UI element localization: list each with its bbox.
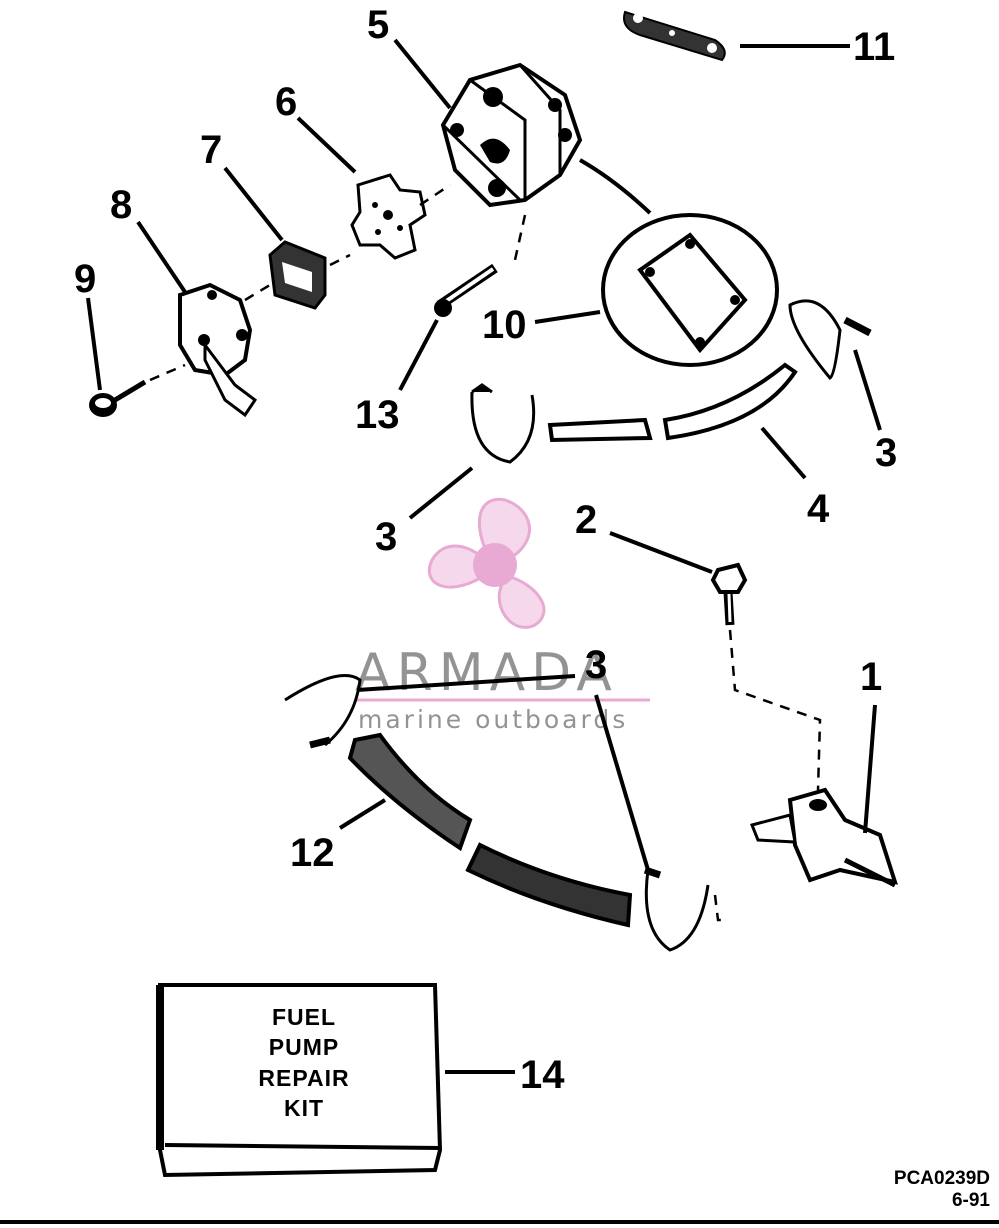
part-13-bolt: [434, 263, 498, 317]
drawing-code: PCA0239D: [894, 1168, 990, 1189]
part-7-diaphragm: [268, 240, 327, 310]
part-11-gasket: [623, 10, 726, 62]
part-12-fuel-hose: [347, 732, 633, 928]
callout-2: 2: [575, 498, 597, 542]
callout-3-lower: 3: [585, 643, 607, 687]
part-4-fuel-hose: [547, 362, 798, 443]
callout-11: 11: [853, 25, 895, 69]
callout-3-upper-right: 3: [875, 431, 897, 475]
watermark-name: ARMADA: [355, 643, 618, 703]
part-3-clamp-lower-left: [284, 674, 362, 749]
callout-7: 7: [200, 128, 222, 172]
part-3-clamp-upper-left: [470, 383, 536, 464]
part-6-check-valve: [350, 173, 427, 260]
propeller-logo-icon: [427, 497, 546, 629]
part-3-clamp-lower-right: [643, 866, 710, 952]
callout-1: 1: [860, 655, 882, 699]
part-10-mounting-plate: [579, 158, 779, 367]
drawing-date: 6-91: [952, 1190, 990, 1211]
part-2-screw: [710, 562, 748, 626]
drawing-code-block: PCA0239D 6-91: [894, 1168, 991, 1211]
watermark-tagline: marine outboards: [358, 705, 628, 734]
callout-9: 9: [74, 257, 96, 301]
kit-label-line2: PUMP: [269, 1034, 339, 1060]
callout-5: 5: [367, 3, 389, 47]
part-5-pump-body: [440, 62, 583, 208]
kit-label-line3: REPAIR: [258, 1065, 349, 1091]
assembly-dashed-lines: [149, 183, 822, 922]
kit-label-line1: FUEL: [272, 1004, 336, 1030]
callout-13: 13: [355, 393, 400, 437]
part-1-fuel-fitting: [749, 787, 898, 888]
kit-label-line4: KIT: [284, 1095, 324, 1121]
leader-lines: [86, 38, 882, 1074]
armada-watermark-logo: ARMADA marine outboards: [355, 497, 650, 734]
callout-10: 10: [482, 303, 527, 347]
callout-12: 12: [290, 831, 335, 875]
callout-14: 14: [520, 1053, 565, 1097]
callout-4: 4: [807, 487, 830, 531]
part-9-screw: [89, 379, 147, 417]
callout-8: 8: [110, 183, 132, 227]
callout-6: 6: [275, 80, 297, 124]
part-14-repair-kit-box: FUEL PUMP REPAIR KIT: [156, 983, 443, 1178]
part-3-clamp-upper-right: [788, 299, 872, 380]
callout-3-upper-left: 3: [375, 515, 397, 559]
part-8-pump-cover: [178, 282, 258, 418]
callout-numbers: 5 11 6 7 8 9 10 13 3 4 3 2 3 1 12 14: [74, 3, 897, 1097]
